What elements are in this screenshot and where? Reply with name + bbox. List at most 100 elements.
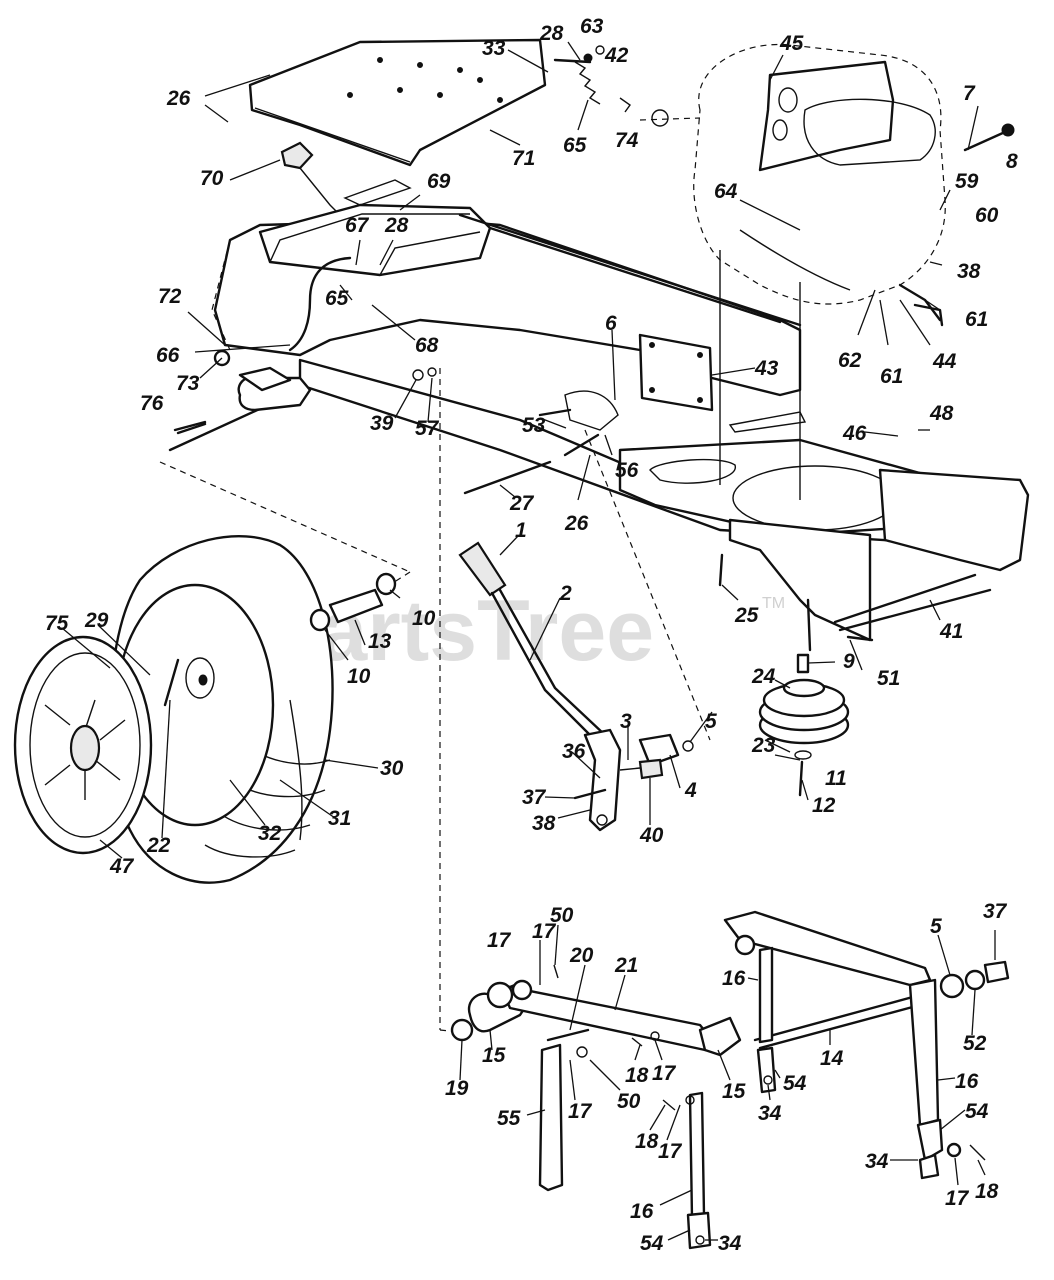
callout-17: 17 xyxy=(532,920,557,943)
callout-30: 30 xyxy=(380,757,404,780)
callout-26: 26 xyxy=(166,87,191,110)
callout-18: 18 xyxy=(635,1130,659,1153)
callout-50: 50 xyxy=(617,1090,641,1113)
callout-34: 34 xyxy=(758,1102,782,1125)
callout-11: 11 xyxy=(825,767,847,790)
callout-60: 60 xyxy=(975,204,999,227)
callout-32: 32 xyxy=(258,822,282,845)
fender-plate-71 xyxy=(248,38,547,167)
callout-17: 17 xyxy=(487,929,512,952)
callout-10: 10 xyxy=(412,607,436,630)
callout-10: 10 xyxy=(347,665,371,688)
callout-40: 40 xyxy=(639,824,664,847)
callout-75: 75 xyxy=(45,612,69,635)
callout-15: 15 xyxy=(722,1080,746,1103)
bushing-13 xyxy=(309,572,397,632)
callout-69: 69 xyxy=(427,170,451,193)
callout-5: 5 xyxy=(930,915,942,938)
callout-65: 65 xyxy=(325,287,349,310)
callout-4: 4 xyxy=(684,779,697,802)
callout-67: 67 xyxy=(345,214,370,237)
callout-72: 72 xyxy=(158,285,182,308)
hubcap-47 xyxy=(13,635,153,855)
callout-42: 42 xyxy=(604,44,629,67)
callout-14: 14 xyxy=(820,1047,844,1070)
callout-61: 61 xyxy=(880,365,903,388)
watermark-trademark: TM xyxy=(762,595,785,612)
callout-52: 52 xyxy=(963,1032,987,1055)
chassis-frame xyxy=(168,179,1030,642)
callout-37: 37 xyxy=(983,900,1008,923)
callout-18: 18 xyxy=(625,1064,649,1087)
callout-36: 36 xyxy=(562,740,586,763)
callout-73: 73 xyxy=(176,372,200,395)
callout-43: 43 xyxy=(754,357,779,380)
callout-59: 59 xyxy=(955,170,979,193)
callout-labels: 26 33 28 63 42 45 7 8 65 74 71 70 69 67 … xyxy=(45,15,1018,1255)
callout-31: 31 xyxy=(328,807,351,830)
callout-26: 26 xyxy=(564,512,589,535)
callout-50: 50 xyxy=(550,904,574,927)
pulley-24 xyxy=(758,598,850,797)
rear-tire-30 xyxy=(109,534,334,884)
leader-lines xyxy=(61,41,996,1241)
callout-21: 21 xyxy=(614,954,638,977)
callout-44: 44 xyxy=(932,350,957,373)
callout-64: 64 xyxy=(714,180,738,203)
callout-20: 20 xyxy=(569,944,594,967)
callout-16: 16 xyxy=(955,1070,979,1093)
callout-15: 15 xyxy=(482,1044,506,1067)
callout-12: 12 xyxy=(812,794,836,817)
callout-53: 53 xyxy=(522,414,546,437)
callout-76: 76 xyxy=(140,392,164,415)
callout-68: 68 xyxy=(415,334,439,357)
callout-66: 66 xyxy=(156,344,180,367)
callout-16: 16 xyxy=(722,967,746,990)
callout-65: 65 xyxy=(563,134,587,157)
gas-cap-70 xyxy=(280,141,346,221)
pedal-assembly xyxy=(458,541,694,832)
engine-assembly xyxy=(639,43,946,322)
callout-47: 47 xyxy=(109,855,135,878)
callout-3: 3 xyxy=(620,710,632,733)
callout-23: 23 xyxy=(751,734,776,757)
spring-65-top xyxy=(553,45,631,113)
callout-17: 17 xyxy=(568,1100,593,1123)
callout-51: 51 xyxy=(877,667,900,690)
callout-16: 16 xyxy=(630,1200,654,1223)
callout-17: 17 xyxy=(652,1062,677,1085)
callout-8: 8 xyxy=(1006,150,1018,173)
callout-62: 62 xyxy=(838,349,862,372)
callout-54: 54 xyxy=(965,1100,989,1123)
callout-18: 18 xyxy=(975,1180,999,1203)
lift-linkage xyxy=(450,910,1010,1250)
callout-54: 54 xyxy=(783,1072,807,1095)
callout-37: 37 xyxy=(522,786,547,809)
callout-57: 57 xyxy=(415,417,440,440)
callout-34: 34 xyxy=(718,1232,742,1255)
callout-6: 6 xyxy=(605,312,617,335)
callout-24: 24 xyxy=(751,665,776,688)
callout-61: 61 xyxy=(965,308,988,331)
callout-48: 48 xyxy=(929,402,954,425)
callout-54: 54 xyxy=(640,1232,664,1255)
callout-28: 28 xyxy=(384,214,409,237)
callout-9: 9 xyxy=(843,650,855,673)
callout-56: 56 xyxy=(615,459,639,482)
callout-29: 29 xyxy=(84,609,109,632)
callout-1: 1 xyxy=(515,519,527,542)
callout-39: 39 xyxy=(370,412,394,435)
callout-17: 17 xyxy=(945,1187,970,1210)
callout-70: 70 xyxy=(200,167,224,190)
callout-55: 55 xyxy=(497,1107,521,1130)
callout-33: 33 xyxy=(482,37,506,60)
callout-63: 63 xyxy=(580,15,604,38)
callout-2: 2 xyxy=(559,582,572,605)
callout-7: 7 xyxy=(963,82,976,105)
callout-38: 38 xyxy=(532,812,556,835)
callout-27: 27 xyxy=(509,492,535,515)
callout-38: 38 xyxy=(957,260,981,283)
callout-74: 74 xyxy=(615,129,639,152)
